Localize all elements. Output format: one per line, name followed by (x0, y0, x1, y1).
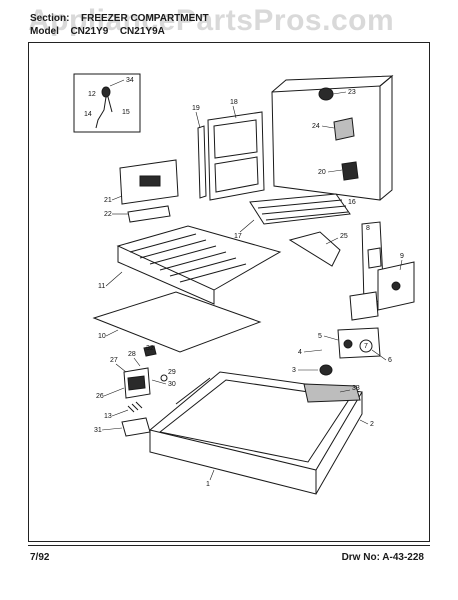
diagram-frame (28, 42, 430, 542)
callout-4: 4 (298, 349, 302, 356)
section-name: FREEZER COMPARTMENT (81, 13, 209, 24)
model-number-2: CN21Y9A (119, 26, 165, 37)
drawing-number: Drw No: A-43-228 (341, 552, 424, 563)
watermark: AppliancePartsPros.com (28, 4, 395, 37)
callout-33: 33 (352, 385, 360, 392)
callout-16: 16 (348, 199, 356, 206)
freezer-liner (271, 74, 394, 201)
callout-26: 26 (96, 393, 104, 400)
callout-labels: 34 12 15 14 19 18 23 24 20 21 22 16 17 8… (84, 77, 404, 488)
callout-7: 7 (364, 343, 368, 350)
callout-19: 19 (192, 105, 200, 112)
callout-21: 21 (104, 197, 112, 204)
callout-32: 32 (146, 345, 154, 352)
callout-2: 2 (370, 421, 374, 428)
section-line: Section: FREEZER COMPARTMENT (30, 12, 209, 25)
section-label: Section: (30, 13, 70, 24)
callout-9: 9 (400, 253, 404, 260)
evaporator-cover (116, 225, 282, 305)
model-label: Model (30, 26, 59, 37)
callout-5: 5 (318, 333, 322, 340)
drain-parts (121, 345, 168, 437)
callout-30: 30 (168, 381, 176, 388)
revision-date: 7/92 (30, 552, 50, 563)
callout-27: 27 (110, 357, 118, 364)
callout-12: 12 (88, 91, 96, 98)
bulb-inset (73, 73, 141, 133)
wire-shelf (249, 193, 351, 225)
callout-28: 28 (128, 351, 136, 358)
damper-assembly (319, 327, 381, 376)
callout-13: 13 (104, 413, 112, 420)
freezer-floor-tray (148, 371, 363, 495)
callout-20: 20 (318, 169, 326, 176)
callout-15: 15 (122, 109, 130, 116)
callout-10: 10 (98, 333, 106, 340)
callout-24: 24 (312, 123, 320, 130)
freezer-door (197, 111, 265, 201)
callout-18: 18 (230, 99, 238, 106)
model-line: Model CN21Y9 CN21Y9A (30, 25, 209, 38)
callout-17: 17 (234, 233, 242, 240)
callout-23: 23 (348, 89, 356, 96)
callout-11: 11 (98, 283, 105, 290)
callout-14: 14 (84, 111, 92, 118)
model-number-1: CN21Y9 (70, 26, 109, 37)
header: Section: FREEZER COMPARTMENT Model CN21Y… (30, 12, 209, 38)
footer-rule (28, 545, 430, 546)
insulation-panel (92, 291, 262, 353)
callout-6: 6 (388, 357, 392, 364)
callout-34: 34 (126, 77, 134, 84)
air-duct (288, 221, 385, 321)
callout-22: 22 (104, 211, 112, 218)
callout-31: 31 (94, 427, 102, 434)
control-housing (119, 159, 179, 223)
callout-1: 1 (206, 481, 210, 488)
callout-25: 25 (340, 233, 348, 240)
thermostat-cover (377, 261, 415, 311)
callout-8: 8 (366, 225, 370, 232)
callout-3: 3 (292, 367, 296, 374)
callout-29: 29 (168, 369, 176, 376)
